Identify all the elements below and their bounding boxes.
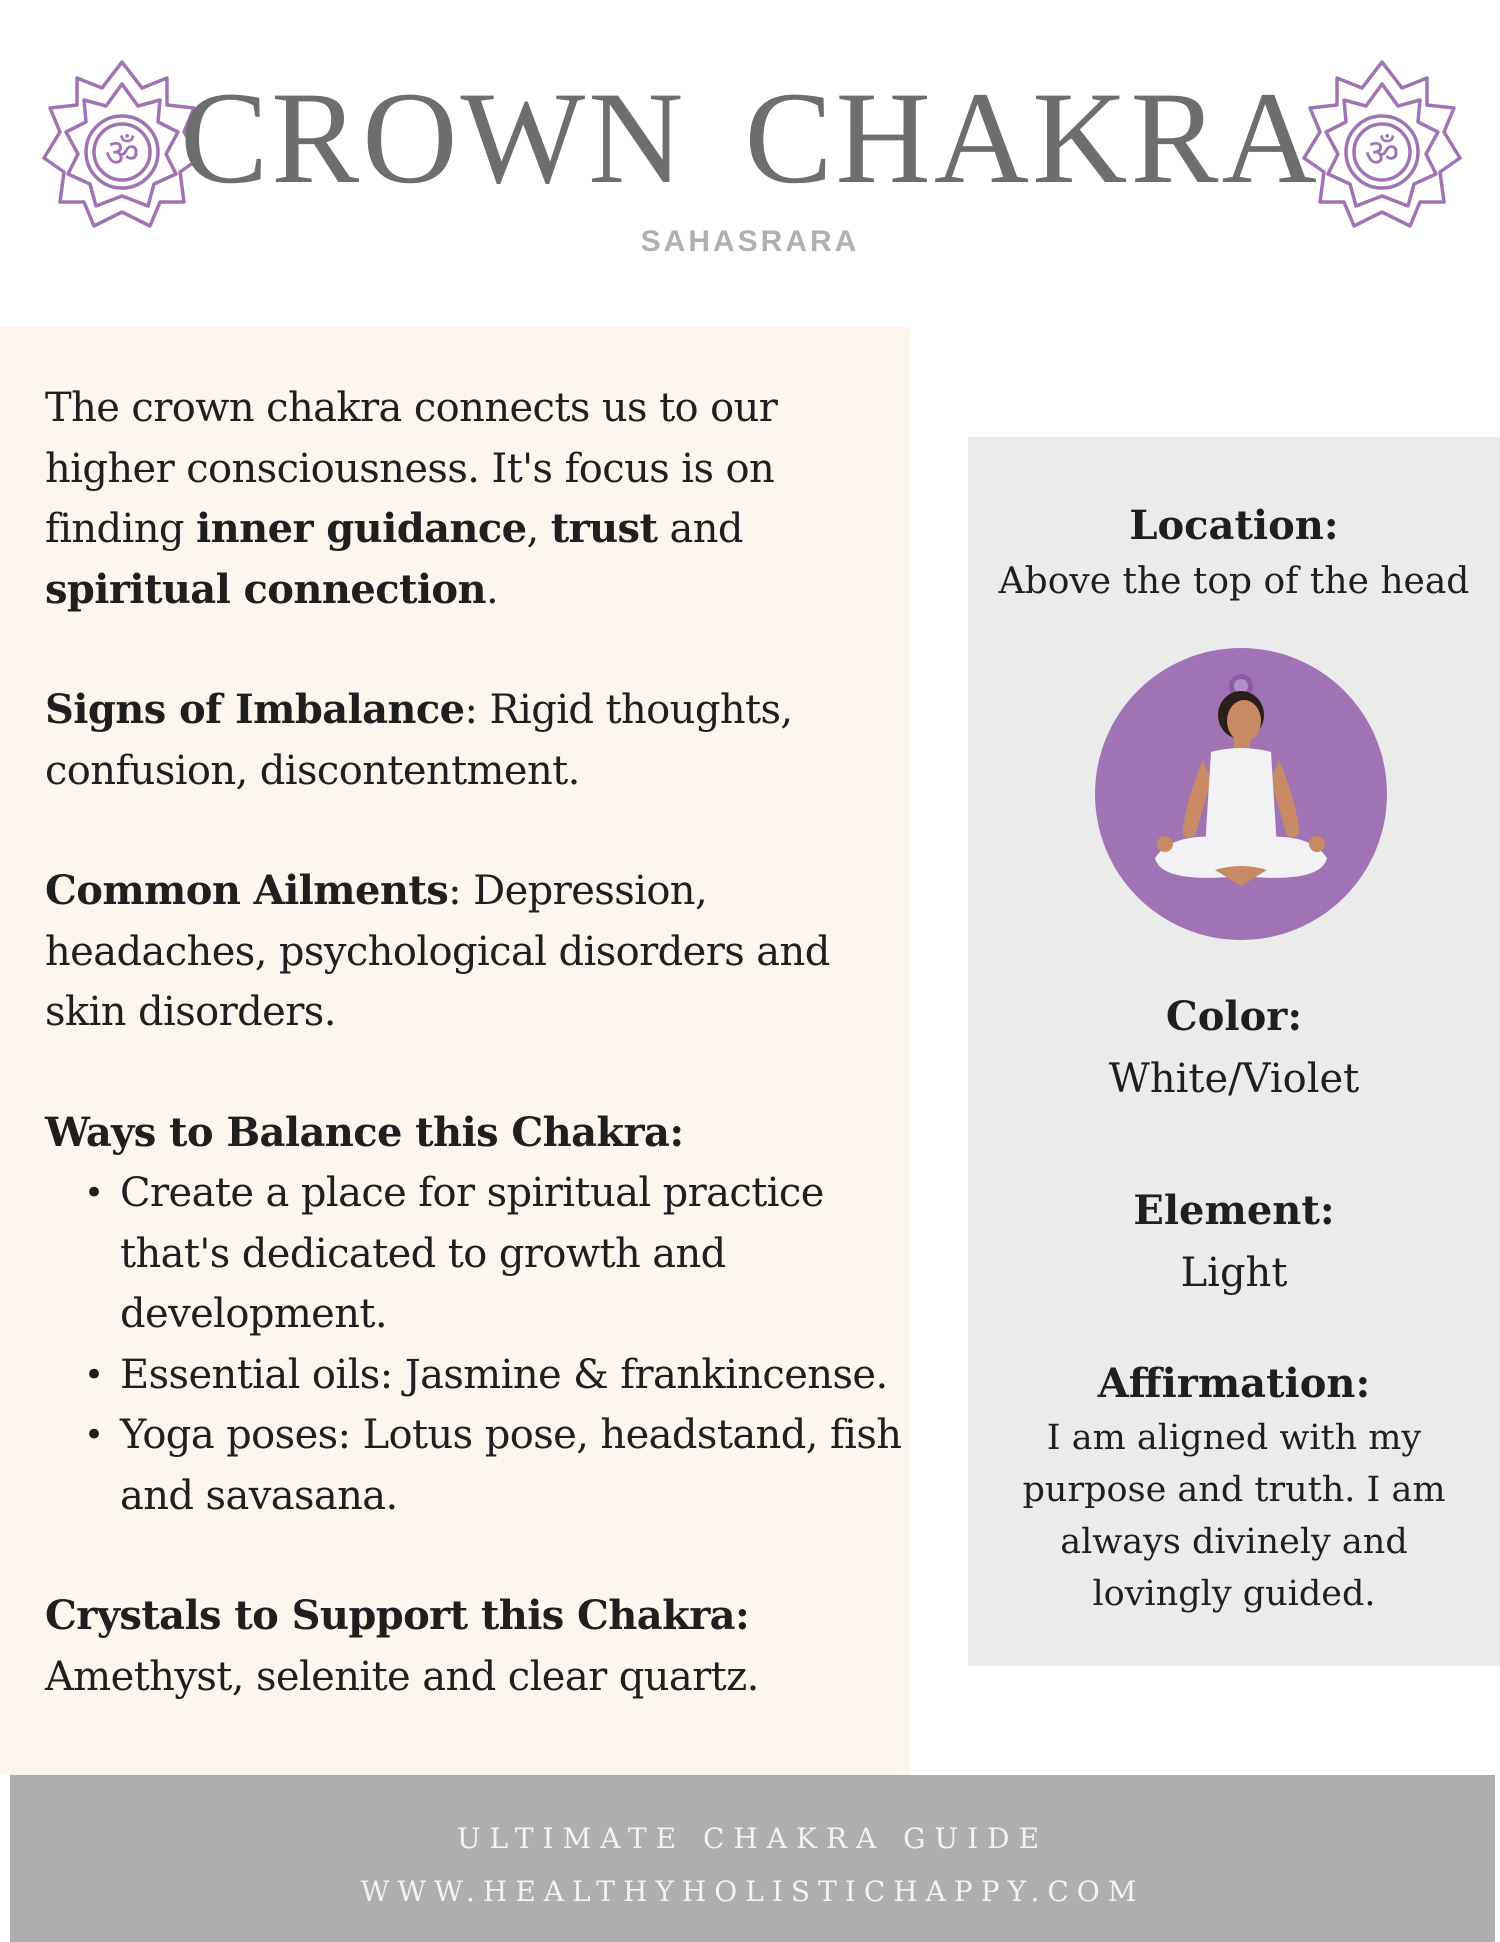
page-footer: ULTIMATE CHAKRA GUIDE WWW.HEALTHYHOLISTI… bbox=[10, 1775, 1495, 1942]
lotus-om-icon: ॐ bbox=[42, 60, 202, 228]
imbalance-label: Signs of Imbalance bbox=[45, 686, 465, 733]
element-label: Element: bbox=[1133, 1187, 1335, 1234]
location-block: Location: Above the top of the head bbox=[968, 502, 1500, 603]
lotus-om-icon: ॐ bbox=[1302, 60, 1462, 228]
meditating-figure-icon bbox=[1095, 648, 1387, 940]
crystals-paragraph: Crystals to Support this Chakra: Amethys… bbox=[45, 1586, 905, 1707]
intro-paragraph: The crown chakra connects us to our high… bbox=[45, 378, 905, 620]
intro-text: . bbox=[486, 566, 499, 613]
details-sidebar bbox=[968, 437, 1500, 1666]
list-item: Create a place for spiritual practice th… bbox=[84, 1163, 905, 1345]
crystals-text: Amethyst, selenite and clear quartz. bbox=[45, 1653, 759, 1700]
intro-text: , bbox=[526, 506, 551, 552]
crystals-label: Crystals to Support this Chakra: bbox=[45, 1592, 750, 1639]
intro-highlight: inner guidance bbox=[196, 505, 527, 552]
intro-text: The crown chakra connects us to our high… bbox=[45, 385, 778, 552]
location-label: Location: bbox=[1129, 502, 1339, 549]
list-item: Essential oils: Jasmine & frankincense. bbox=[84, 1345, 905, 1406]
footer-website: WWW.HEALTHYHOLISTICHAPPY.COM bbox=[360, 1875, 1145, 1908]
ailments-paragraph: Common Ailments: Depression, headaches, … bbox=[45, 861, 905, 1043]
page-title: CROWN CHAKRA bbox=[180, 64, 1320, 211]
imbalance-text: : Rigid thoughts, confusion, discontentm… bbox=[45, 687, 793, 794]
location-value: Above the top of the head bbox=[998, 561, 1470, 602]
intro-highlight: trust bbox=[550, 505, 658, 552]
intro-text: and bbox=[657, 506, 743, 552]
svg-text:ॐ: ॐ bbox=[105, 131, 140, 175]
page-subtitle: SAHASRARA bbox=[640, 225, 860, 258]
info-panel bbox=[0, 327, 910, 1775]
affirmation-block: Affirmation: I am aligned with my purpos… bbox=[968, 1360, 1500, 1620]
affirmation-value: I am aligned with my purpose and truth. … bbox=[1022, 1418, 1446, 1614]
ailments-text: : Depression, headaches, psychological d… bbox=[45, 868, 830, 1035]
element-value: Light bbox=[1180, 1250, 1288, 1296]
color-label: Color: bbox=[1165, 993, 1303, 1040]
imbalance-paragraph: Signs of Imbalance: Rigid thoughts, conf… bbox=[45, 680, 905, 801]
page-header: ॐ CROWN CHAKRA ॐ SAHASRARA bbox=[0, 0, 1500, 300]
ways-heading: Ways to Balance this Chakra: bbox=[45, 1108, 684, 1156]
ways-list: Create a place for spiritual practice th… bbox=[45, 1163, 905, 1526]
affirmation-label: Affirmation: bbox=[1097, 1360, 1371, 1407]
ailments-label: Common Ailments bbox=[45, 867, 449, 914]
color-value: White/Violet bbox=[1108, 1056, 1360, 1102]
list-item: Yoga poses: Lotus pose, headstand, fish … bbox=[84, 1405, 905, 1526]
chakra-description: The crown chakra connects us to our high… bbox=[45, 378, 905, 1707]
intro-highlight: spiritual connection bbox=[45, 565, 487, 613]
color-block: Color: White/Violet bbox=[968, 993, 1500, 1103]
element-block: Element: Light bbox=[968, 1187, 1500, 1297]
svg-text:ॐ: ॐ bbox=[1365, 131, 1400, 175]
footer-guide-title: ULTIMATE CHAKRA GUIDE bbox=[456, 1822, 1049, 1855]
